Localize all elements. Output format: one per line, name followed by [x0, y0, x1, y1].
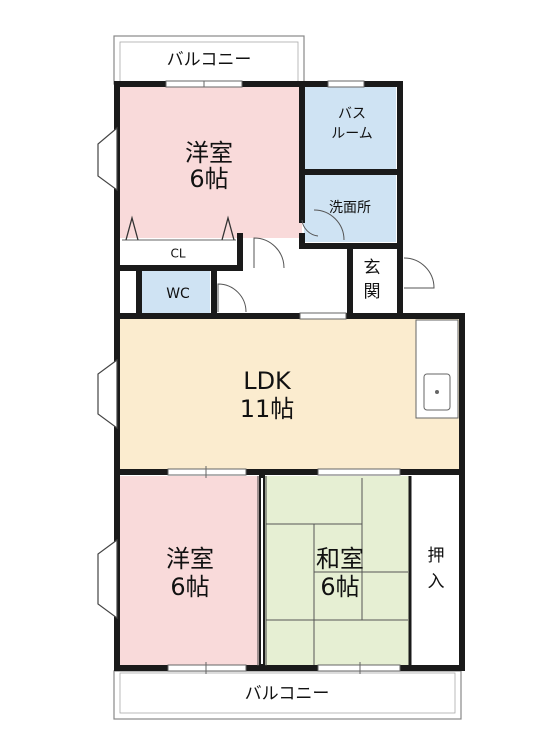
- bay-windows: [97, 126, 118, 620]
- toilet-label: WC: [166, 286, 190, 302]
- balcony-bottom-label: バルコニー: [245, 684, 330, 704]
- ldk-name: LDK: [243, 367, 292, 395]
- room-north-name: 洋室: [185, 139, 233, 167]
- room-north-area: [120, 86, 302, 238]
- washroom-area: [304, 174, 396, 242]
- ldk-area: [120, 318, 460, 470]
- balcony-top-label: バルコニー: [167, 50, 252, 70]
- balcony-top-area: [113, 35, 305, 85]
- room-south-name: 洋室: [166, 545, 214, 573]
- bath-label-line1: バス: [338, 106, 366, 122]
- toilet-area: [142, 270, 210, 314]
- entrance-label-line2: 関: [364, 282, 381, 302]
- door-swings: [217, 209, 435, 313]
- room-north-size: 6帖: [189, 165, 228, 193]
- washroom-label: 洗面所: [329, 200, 371, 216]
- bath-area: [304, 86, 396, 170]
- ldk-size: 11帖: [240, 395, 295, 423]
- tatami-lines: [266, 478, 408, 666]
- room-south-size: 6帖: [170, 573, 209, 601]
- washitsu-size: 6帖: [320, 573, 359, 601]
- closet-area: [120, 238, 238, 268]
- washitsu-name: 和室: [316, 545, 364, 573]
- oshiire-label-line1: 押: [428, 546, 445, 566]
- entrance-label-line1: 玄: [364, 258, 381, 278]
- closet-label: CL: [170, 247, 185, 261]
- bath-label-line2: ルーム: [331, 126, 373, 142]
- room-south-area: [120, 476, 262, 668]
- windows: [165, 80, 401, 674]
- balcony-bottom-area: [113, 670, 462, 720]
- oshiire-label-line2: 入: [428, 572, 445, 592]
